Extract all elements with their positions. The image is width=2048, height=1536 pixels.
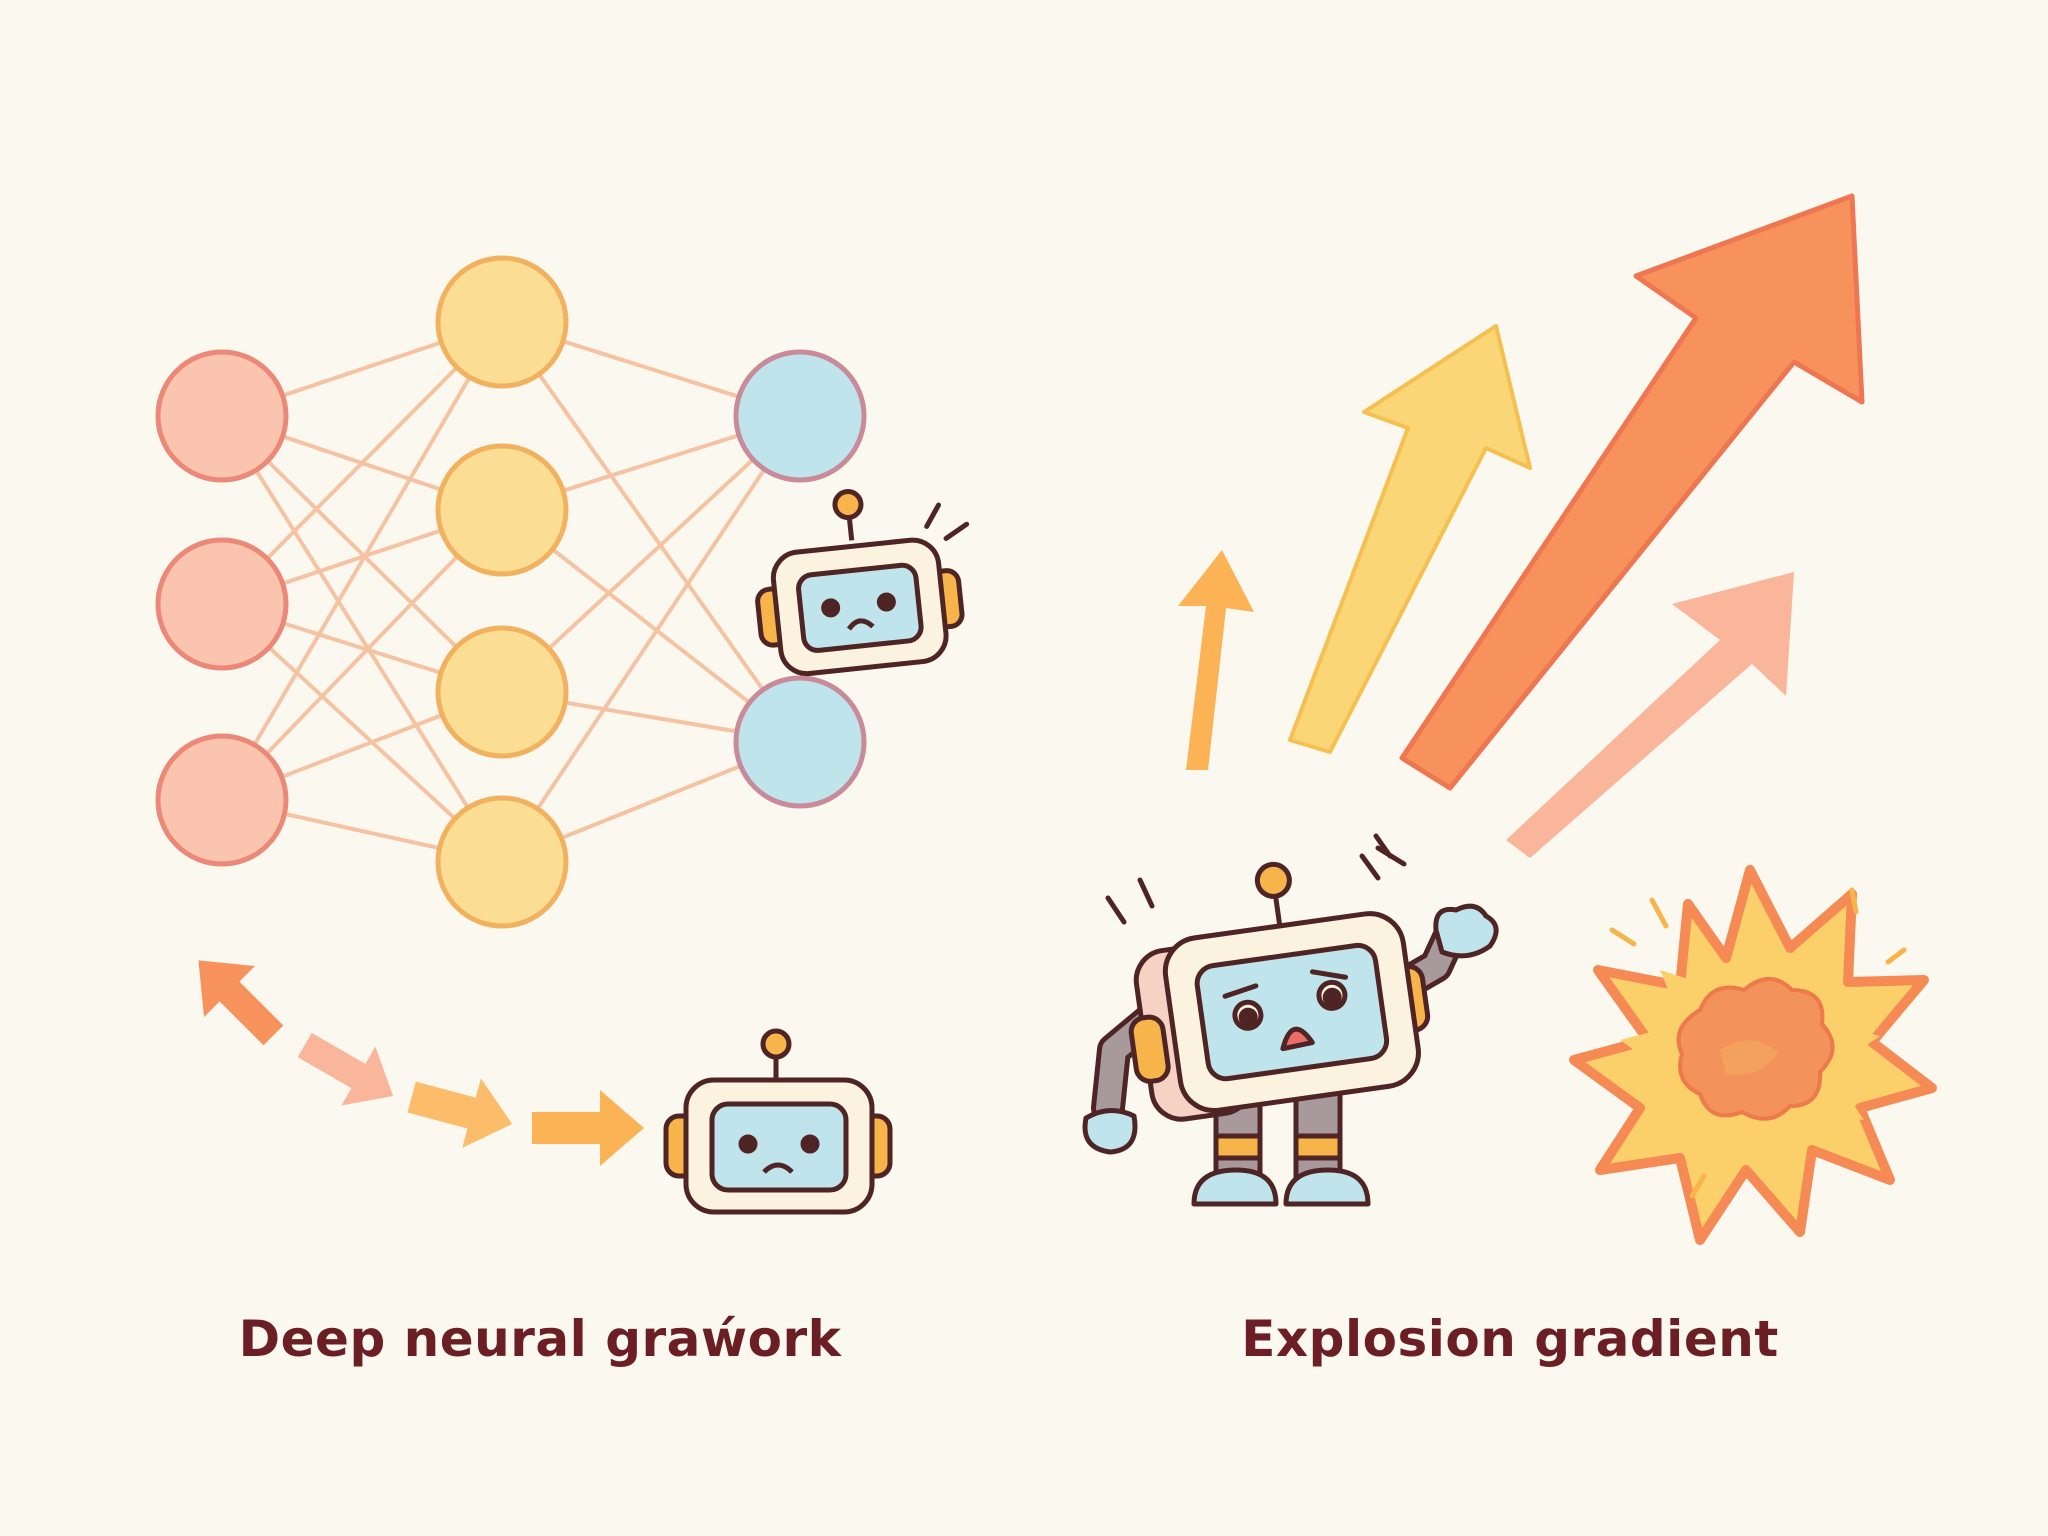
up-arrow-icon <box>1399 193 1865 791</box>
up-arrow-icon <box>1178 550 1254 770</box>
up-arrow-icon <box>1288 324 1532 754</box>
back-arrow-icon <box>198 960 284 1046</box>
right-caption: Explosion gradient <box>1241 1310 1779 1368</box>
output-node <box>733 349 867 483</box>
input-node <box>155 537 289 671</box>
right-arrow-icon <box>532 1090 644 1166</box>
neural-network-graph <box>155 255 867 929</box>
right-arrow-icon <box>407 1078 513 1148</box>
backpropagation-arrows <box>198 960 644 1166</box>
hidden-node <box>435 255 569 389</box>
right-arrow-icon <box>297 1032 394 1106</box>
explosion-icon <box>1569 865 1937 1245</box>
input-node <box>155 733 289 867</box>
hidden-node <box>435 795 569 929</box>
left-caption: Deep neural grаẃork <box>238 1310 842 1368</box>
gradient-arrows <box>1178 193 1865 858</box>
surprised-robot-icon <box>1082 833 1499 1207</box>
sad-robot-icon <box>755 489 970 677</box>
hidden-node <box>435 625 569 759</box>
output-node <box>733 675 867 809</box>
sad-robot-icon <box>663 1028 893 1215</box>
input-layer <box>155 349 289 867</box>
output-layer <box>733 349 867 809</box>
network-connections <box>220 320 802 864</box>
input-node <box>155 349 289 483</box>
hidden-layer <box>435 255 569 929</box>
up-arrow-icon <box>1506 572 1794 858</box>
hidden-node <box>435 443 569 577</box>
